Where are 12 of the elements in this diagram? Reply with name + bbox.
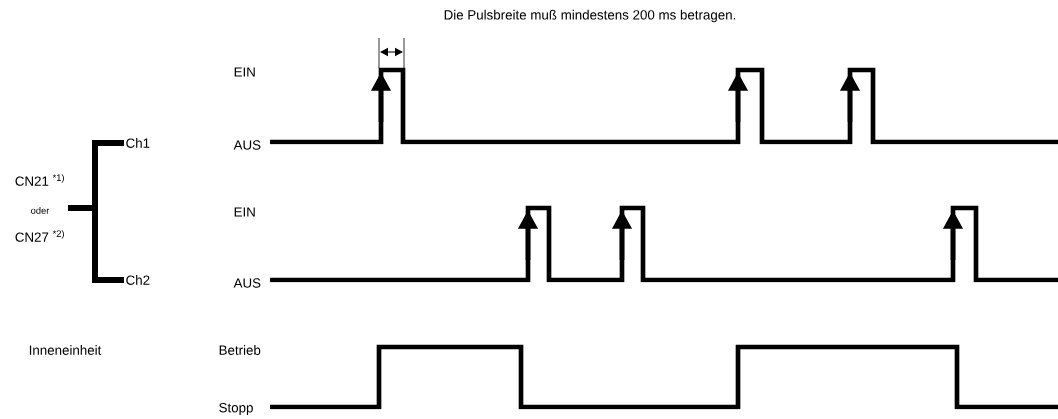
connector-label: CN21 $^{*1)}$ oder CN27 $^{*2)}$ bbox=[15, 174, 64, 242]
note: Die Pulsbreite muß mindestens 200 ms betragen. bbox=[444, 9, 736, 23]
level-label: AUS bbox=[233, 140, 261, 150]
level-label: AUS bbox=[233, 278, 261, 288]
channel-label: Ch2 bbox=[126, 275, 150, 285]
level-label: Betrieb bbox=[219, 345, 261, 355]
level-label: EIN bbox=[234, 207, 255, 217]
signal-label: Inneneinheit bbox=[29, 345, 102, 355]
bracket-line bbox=[68, 205, 124, 283]
level-label: Stopp bbox=[219, 402, 253, 416]
channel-label: Ch1 bbox=[126, 138, 150, 148]
level-label: EIN bbox=[234, 67, 255, 77]
